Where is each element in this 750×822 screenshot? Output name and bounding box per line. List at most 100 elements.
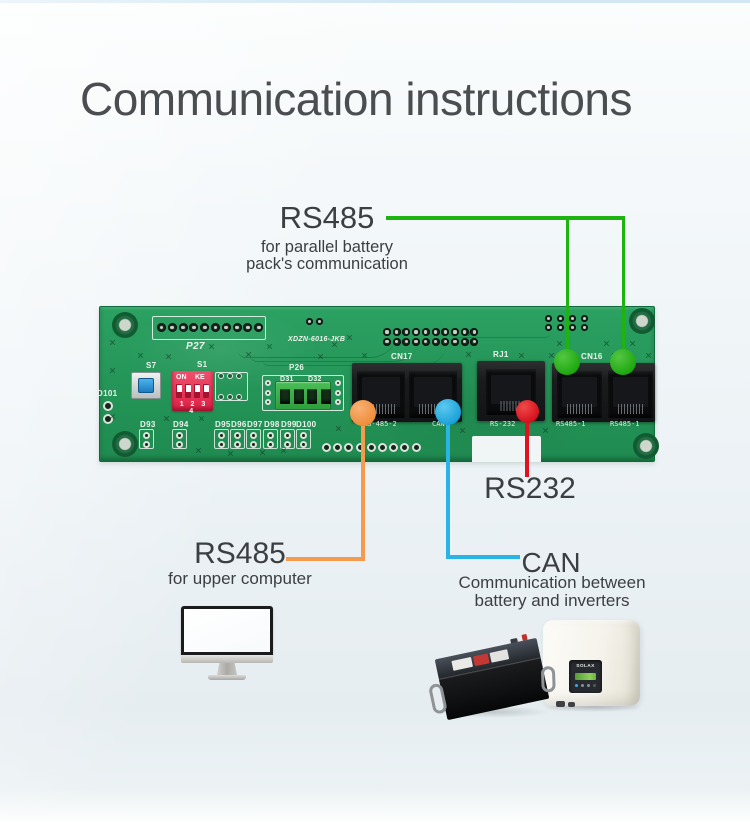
pcb-pad [218, 440, 225, 448]
d101-label: D101 [97, 389, 118, 398]
terminal-opening [307, 389, 317, 404]
pcb-xm [543, 428, 548, 433]
pcb-pad [411, 443, 421, 452]
cyan-callout-line-horizontal [446, 555, 521, 559]
d94-label: D94 [173, 420, 189, 429]
orange-callout-line-horizontal [286, 557, 365, 561]
dip-switch-2 [185, 384, 191, 398]
rj1-module [477, 361, 545, 421]
pcb-pad [335, 399, 341, 405]
green-callout-dot-2 [610, 349, 636, 375]
pcb-pad [265, 380, 271, 386]
rs485-parallel-label: RS485 [279, 200, 375, 235]
pcb-pin [412, 337, 421, 346]
p26-label: P26 [289, 363, 305, 372]
pcb-pad [218, 431, 225, 439]
green-callout-dot-1 [554, 349, 580, 375]
pcb-pin [569, 324, 576, 331]
pcb-pin [450, 337, 459, 346]
pcb-padbox [246, 429, 261, 449]
pcb-xm [196, 448, 201, 453]
inverter-connector [556, 701, 565, 707]
can-desc-line1: Communication between [458, 573, 646, 592]
pcb-pin [189, 323, 199, 332]
pcb-padbox [172, 429, 187, 449]
inverter-shadow [545, 702, 643, 712]
pcb-model-label: XDZN-6016-JKB [288, 336, 346, 343]
pcb-pin [243, 323, 253, 332]
pcb-pin [581, 324, 588, 331]
pcb-pad [234, 440, 241, 448]
terminal-opening [293, 389, 304, 404]
pcb-padbox [296, 429, 311, 449]
orange-callout-line-vertical [361, 412, 365, 561]
pcb-xm [209, 344, 214, 349]
p27-label: P27 [186, 341, 205, 352]
pcb-xm [630, 341, 635, 346]
pcb-pin [431, 328, 440, 336]
pcb-xm [138, 353, 143, 358]
pcb-pad [265, 399, 271, 405]
pcb-pad [143, 440, 150, 448]
pcb-padbox [280, 429, 295, 449]
inverter-led [581, 684, 584, 687]
pcb-xm [519, 353, 524, 358]
pcb-pad [267, 431, 274, 439]
d32-label: D32 [308, 376, 322, 383]
inverter-display [575, 673, 596, 680]
pcb-xm [468, 331, 473, 336]
pcb-xm [336, 426, 341, 431]
pcb-hole2 [218, 394, 224, 400]
s1-dip-switch: ON KE 1 2 3 4 [172, 371, 213, 415]
inverter-led [575, 684, 578, 687]
rs485-1-port-b [608, 371, 653, 418]
pcb-pin [232, 323, 242, 332]
pcb-pad [143, 431, 150, 439]
pcb-xm [347, 335, 352, 340]
pcb-pad [400, 443, 410, 452]
p26-outline [262, 375, 344, 411]
computer-monitor-illustration [181, 606, 273, 682]
orange-callout-dot [350, 400, 376, 426]
pcb-pin [557, 324, 564, 331]
green-callout-line-vertical-2 [621, 216, 625, 362]
pcb-xm [604, 341, 609, 346]
pcb-xm [318, 354, 323, 359]
pcb-pad [176, 431, 183, 439]
mounting-hole [112, 431, 138, 457]
pcb-padbox [230, 429, 245, 449]
pcb-pad [250, 431, 257, 439]
pcb-pad [176, 440, 183, 448]
pcb-hole2 [236, 394, 242, 400]
page-title: Communication instructions [79, 73, 633, 125]
pcb-xm [110, 340, 115, 345]
rs485-1a-silk-label: RS485-1 [556, 420, 586, 428]
pcb-xm [362, 353, 367, 358]
pcb-hole2 [227, 373, 233, 379]
s1-label: S1 [197, 360, 208, 369]
battery-body [427, 633, 556, 721]
pcb-pad [267, 440, 274, 448]
d31-label: D31 [280, 376, 294, 383]
d95-label: D95 [215, 420, 231, 429]
p26-terminal-block [275, 381, 331, 410]
d93-label: D93 [140, 420, 156, 429]
pcb-pad [284, 440, 291, 448]
terminal-opening [280, 389, 290, 404]
pcb-hole2 [227, 394, 233, 400]
small-pads [545, 315, 593, 333]
pcb-xm [267, 344, 272, 349]
rs485-1-port-a [557, 371, 602, 418]
pcb-xm [549, 353, 554, 358]
rs485-1b-silk-label: RS485-1 [610, 420, 640, 428]
pcb-pin [383, 328, 391, 336]
mounting-hole [112, 312, 138, 338]
port-pins [500, 401, 522, 411]
pcb-pin [392, 328, 401, 336]
dip-switch-1 [176, 384, 182, 398]
d98-label: D98 [264, 420, 280, 429]
inverter-control-panel: SOLAX [569, 660, 602, 693]
pcb-pad [300, 431, 307, 439]
blue-callout-dot [435, 399, 461, 425]
s7-button-cap [138, 378, 154, 393]
